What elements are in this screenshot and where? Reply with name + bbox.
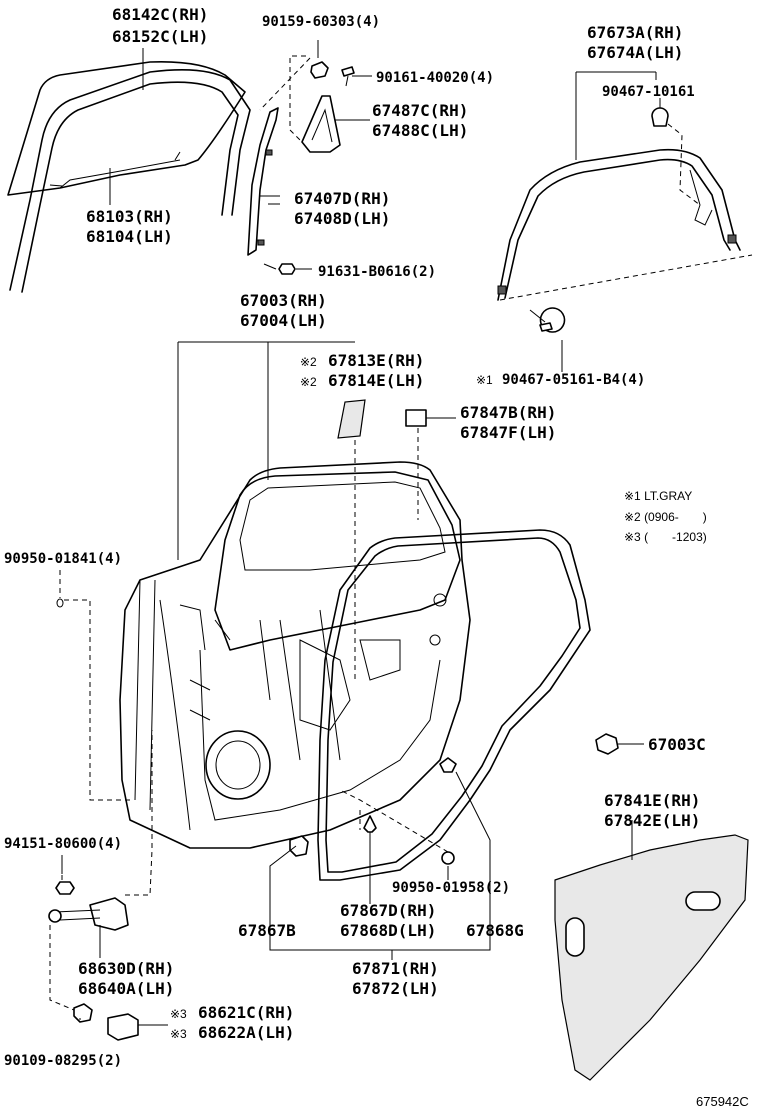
label-67487c: 67487C(RH) (372, 101, 468, 120)
diagram-code: 675942C (696, 1094, 749, 1109)
clip-67847b (405, 409, 427, 427)
bolt-90109 (73, 1003, 93, 1023)
label-90950-01841: 90950-01841(4) (4, 551, 122, 567)
cushion-panel-67841e (554, 834, 749, 1081)
label-67867b: 67867B (238, 921, 296, 940)
label-67003: 67003(RH) (240, 291, 327, 310)
label-67868g: 67868G (466, 921, 524, 940)
label-68142c: 68142C(RH) (112, 5, 208, 24)
label-90159: 90159-60303(4) (262, 14, 380, 30)
clip-67867b (289, 835, 309, 857)
label-67673a: 67673A(RH) (587, 23, 683, 42)
label-68103: 68103(RH) (86, 207, 173, 226)
label-67814e: 67814E(LH) (328, 371, 424, 390)
clip-90467-10161 (651, 107, 669, 127)
nut-94151 (55, 881, 75, 895)
screw-90159 (310, 40, 329, 79)
label-68152c: 68152C(LH) (112, 27, 208, 46)
label-90467-05161: 90467-05161-B4(4) (502, 372, 645, 388)
label-67867d: 67867D(RH) (340, 901, 436, 920)
label-90109: 90109-08295(2) (4, 1053, 122, 1069)
door-weatherstrip-67871 (317, 529, 591, 881)
label-68621c: 68621C(RH) (198, 1003, 294, 1022)
label-90950-01958: 90950-01958(2) (392, 880, 510, 896)
bumper-67003c (595, 733, 619, 755)
label-67841e: 67841E(RH) (604, 791, 700, 810)
legend-note-2: ※2 (0906- ) (624, 510, 707, 524)
label-67868d: 67868D(LH) (340, 921, 436, 940)
mark-2-b: ※2 (300, 375, 317, 389)
label-68104: 68104(LH) (86, 227, 173, 246)
mark-3-b: ※3 (170, 1027, 187, 1041)
label-68630d: 68630D(RH) (78, 959, 174, 978)
label-91631: 91631-B0616(2) (318, 264, 436, 280)
legend-note-3: ※3 ( -1203) (624, 530, 707, 544)
glass-run-channel (9, 68, 251, 293)
pad-67813e (337, 399, 366, 439)
label-67847b: 67847B(RH) (460, 403, 556, 422)
mark-1: ※1 (476, 373, 493, 387)
label-67674a: 67674A(LH) (587, 43, 683, 62)
mark-3-a: ※3 (170, 1007, 187, 1021)
corner-piece-67487c (301, 95, 341, 153)
clip-67868g (439, 757, 457, 773)
label-67488c: 67488C(LH) (372, 121, 468, 140)
label-67813e: 67813E(RH) (328, 351, 424, 370)
legend-note-1: ※1 LT.GRAY (624, 489, 692, 503)
weatherstrip-67673a (497, 148, 741, 301)
door-panel-67003 (119, 461, 471, 849)
glass-channel-67407 (247, 107, 279, 256)
label-90161: 90161-40020(4) (376, 70, 494, 86)
label-67003c: 67003C (648, 735, 706, 754)
label-68640a: 68640A(LH) (78, 979, 174, 998)
mark-2-a: ※2 (300, 355, 317, 369)
label-67407d: 67407D(RH) (294, 189, 390, 208)
label-67004: 67004(LH) (240, 311, 327, 330)
screw-90161 (341, 66, 355, 87)
label-94151: 94151-80600(4) (4, 836, 122, 852)
label-67871: 67871(RH) (352, 959, 439, 978)
door-glass (7, 60, 246, 196)
label-67842e: 67842E(LH) (604, 811, 700, 830)
clip-90467-05161 (529, 307, 566, 333)
bolt-91631 (263, 263, 296, 275)
clip-67867d (363, 815, 377, 833)
label-67872: 67872(LH) (352, 979, 439, 998)
plug-90950-01958 (441, 851, 455, 865)
label-90467-10161: 90467-10161 (602, 84, 695, 100)
label-67408d: 67408D(LH) (294, 209, 390, 228)
door-check-68630d (48, 897, 129, 931)
label-68622a: 68622A(LH) (198, 1023, 294, 1042)
label-67847f: 67847F(LH) (460, 423, 556, 442)
cover-68621c (107, 1013, 139, 1041)
